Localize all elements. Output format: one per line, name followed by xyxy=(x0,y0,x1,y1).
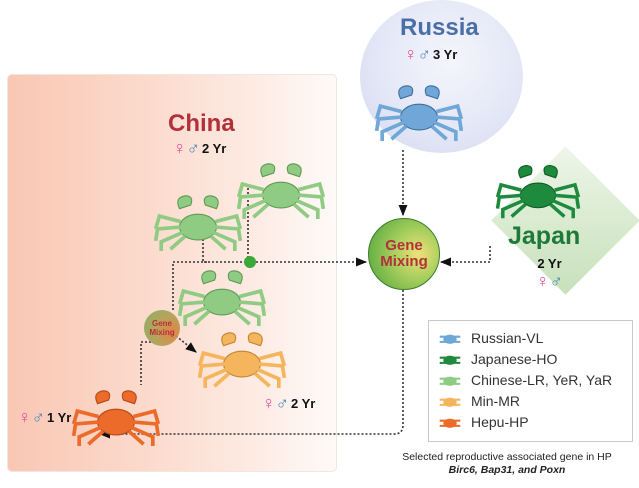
line-to-small-gene-mixing xyxy=(172,261,207,312)
crab-japanese-ho xyxy=(495,164,581,219)
legend-label: Russian-VL xyxy=(471,329,544,346)
japan-title: Japan xyxy=(508,222,581,250)
china-title: China xyxy=(168,110,235,137)
legend-item-chinese: Chinese-LR, YeR, YaR xyxy=(435,369,632,390)
female-male-symbol-icon: ♀♂ xyxy=(18,407,45,427)
crab-chinese-2 xyxy=(153,195,243,252)
crab-icon xyxy=(439,334,461,344)
crab-chinese-1 xyxy=(236,163,326,220)
female-male-symbol-icon: ♀♂ xyxy=(536,271,563,291)
caption: Selected reproductive associated gene in… xyxy=(375,451,639,476)
russia-generation-label: ♀♂ 3 Yr xyxy=(404,44,457,65)
arrow-to-min-mr xyxy=(175,335,197,353)
crab-russian-vl xyxy=(374,85,464,142)
hepu-generation-label: ♀♂ 1 Yr xyxy=(18,407,71,428)
legend-label: Hepu-HP xyxy=(471,413,529,430)
gene-mixing-small-line2: Mixing xyxy=(149,328,175,337)
caption-line1: Selected reproductive associated gene in… xyxy=(402,451,612,463)
crab-hepu-hp xyxy=(71,390,161,447)
legend-label: Japanese-HO xyxy=(471,350,558,367)
gene-mixing-small-line1: Gene xyxy=(151,319,172,328)
hepu-generation: 1 Yr xyxy=(47,410,72,425)
gene-mixing-node-main: Gene Mixing xyxy=(368,218,440,290)
gene-mixing-node-china: Gene Mixing xyxy=(144,310,180,346)
female-male-symbol-icon: ♀♂ xyxy=(173,138,200,158)
crab-icon xyxy=(439,355,461,365)
crab-min-mr xyxy=(197,332,287,389)
japan-generation-label: 2 Yr ♀♂ xyxy=(536,256,563,292)
female-male-symbol-icon: ♀♂ xyxy=(262,393,289,413)
arrow-japan-to-gene-mixing xyxy=(439,246,491,267)
caption-genes: Birc6, Bap31, and Poxn xyxy=(448,464,566,476)
junction-dot xyxy=(244,256,256,268)
russia-generation: 3 Yr xyxy=(433,47,458,62)
female-male-symbol-icon: ♀♂ xyxy=(404,44,431,64)
china-panel xyxy=(7,74,337,472)
gene-mixing-line2: Mixing xyxy=(380,253,428,270)
russia-title: Russia xyxy=(400,14,479,41)
min-mr-generation-label: ♀♂ 2 Yr xyxy=(262,393,315,414)
legend-item-min-mr: Min-MR xyxy=(435,390,632,411)
arrow-gene-mixing-to-hepu xyxy=(98,290,404,439)
legend-label: Min-MR xyxy=(471,392,520,409)
japan-generation: 2 Yr xyxy=(537,256,562,271)
gene-mixing-line1: Gene xyxy=(385,237,423,254)
crab-icon xyxy=(439,397,461,407)
crab-chinese-3 xyxy=(177,270,267,327)
legend-item-hepu-hp: Hepu-HP xyxy=(435,411,632,432)
line-to-hepu xyxy=(140,341,151,385)
china-generation-label: ♀♂ 2 Yr xyxy=(173,138,226,159)
legend-label: Chinese-LR, YeR, YaR xyxy=(471,371,613,388)
china-generation: 2 Yr xyxy=(202,141,227,156)
legend-item-russian-vl: Russian-VL xyxy=(435,327,632,348)
min-mr-generation: 2 Yr xyxy=(291,396,316,411)
legend-item-japanese-ho: Japanese-HO xyxy=(435,348,632,369)
legend: Russian-VL Japanese-HO Chinese-LR, YeR, … xyxy=(428,320,633,442)
crab-icon xyxy=(439,418,461,428)
crab-icon xyxy=(439,376,461,386)
